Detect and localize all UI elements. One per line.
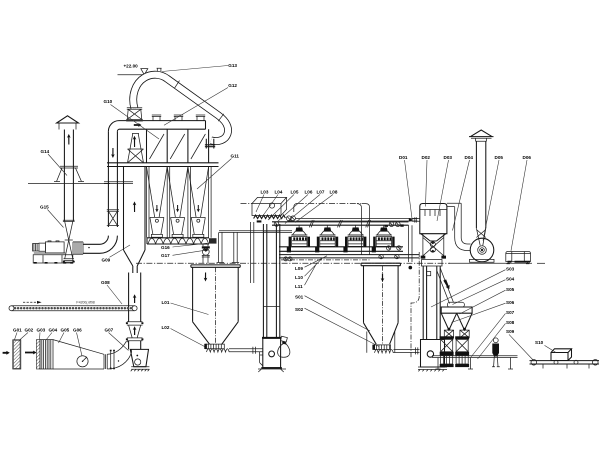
svg-text:L01: L01 [162, 300, 170, 305]
svg-text:L02: L02 [162, 325, 170, 330]
svg-text:S09: S09 [506, 329, 515, 334]
svg-text:G04: G04 [49, 328, 58, 333]
svg-text:D03: D03 [444, 155, 453, 160]
svg-text:G02: G02 [25, 328, 34, 333]
svg-text:L07: L07 [317, 189, 325, 194]
svg-text:G16: G16 [161, 245, 170, 250]
svg-text:G14: G14 [41, 149, 50, 154]
svg-text:G12: G12 [228, 83, 237, 88]
svg-text:G07: G07 [105, 328, 114, 333]
svg-text:L11: L11 [295, 284, 303, 289]
svg-text:L05: L05 [291, 189, 299, 194]
svg-text:D05: D05 [495, 155, 504, 160]
svg-text:S03: S03 [506, 267, 515, 272]
svg-text:G11: G11 [231, 153, 240, 158]
svg-text:S05: S05 [506, 287, 515, 292]
svg-text:G15: G15 [40, 204, 49, 209]
svg-text:L04: L04 [275, 189, 283, 194]
svg-text:S07: S07 [506, 310, 515, 315]
svg-text:G09: G09 [102, 257, 111, 262]
svg-text:D01: D01 [399, 155, 408, 160]
svg-text:G03: G03 [37, 328, 46, 333]
svg-text:G17: G17 [161, 253, 170, 258]
svg-text:D06: D06 [523, 155, 532, 160]
svg-text:D04: D04 [465, 155, 474, 160]
svg-text:L08: L08 [330, 189, 338, 194]
svg-text:G10: G10 [104, 99, 113, 104]
svg-text:G05: G05 [61, 328, 70, 333]
svg-text:L09: L09 [295, 266, 303, 271]
svg-text:L10: L10 [295, 275, 303, 280]
svg-text:S02: S02 [295, 307, 304, 312]
svg-text:G01: G01 [13, 328, 22, 333]
svg-text:L06: L06 [305, 189, 313, 194]
svg-text:S01: S01 [295, 295, 304, 300]
svg-text:l=4200(.Ø98: l=4200(.Ø98 [76, 300, 95, 304]
svg-text:S10: S10 [535, 340, 544, 345]
svg-text:L03: L03 [261, 189, 269, 194]
svg-text:G06: G06 [73, 328, 82, 333]
svg-text:D02: D02 [422, 155, 431, 160]
svg-text:S06: S06 [506, 300, 515, 305]
svg-text:G13: G13 [228, 63, 237, 68]
svg-text:S08: S08 [506, 320, 515, 325]
svg-text:+22.00: +22.00 [124, 64, 139, 69]
svg-text:G08: G08 [101, 280, 110, 285]
svg-text:S04: S04 [506, 277, 515, 282]
